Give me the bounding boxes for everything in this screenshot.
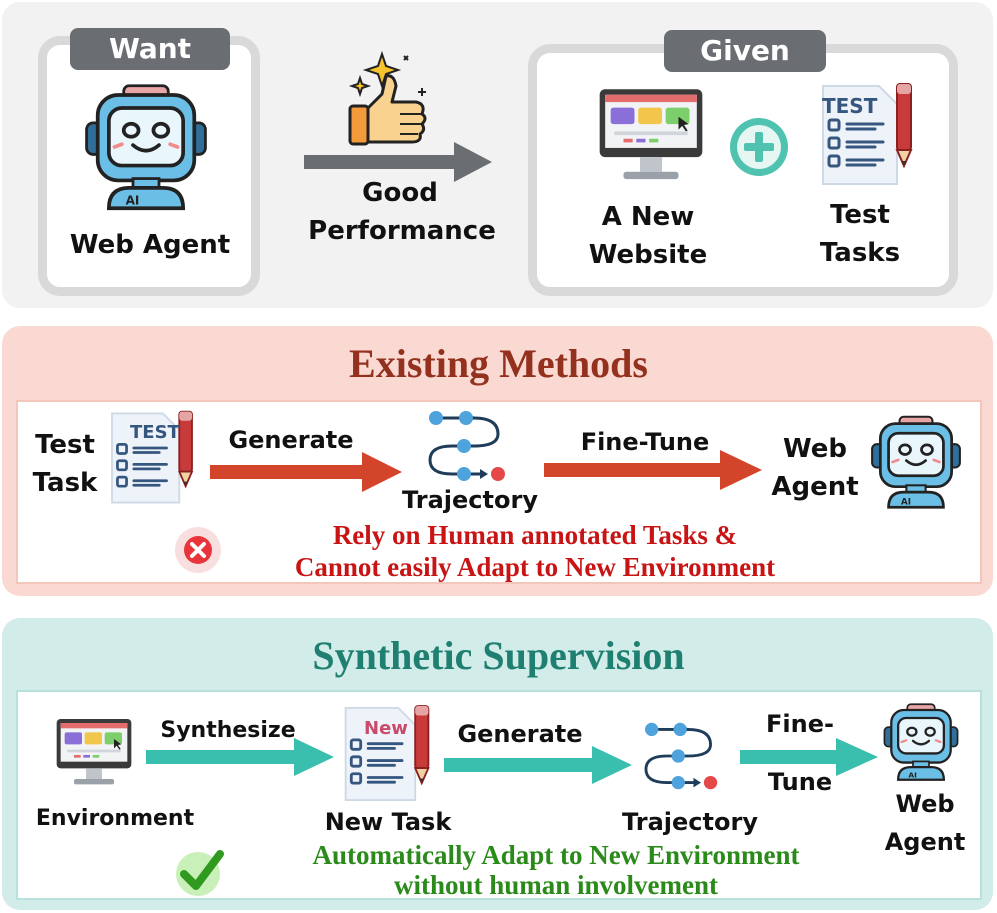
synthetic-title: Synthetic Supervision xyxy=(312,633,685,678)
synthetic-flow-box xyxy=(16,690,982,900)
generate-label: Generate xyxy=(228,426,354,454)
good-label: Good xyxy=(362,178,438,208)
web-agent-label-3: Web xyxy=(895,790,955,818)
test-task-label-2: Task xyxy=(32,468,98,498)
success-line-1: Automatically Adapt to New Environment xyxy=(312,840,800,870)
new-doc-badge: New xyxy=(364,718,408,739)
finetune-label-1: Fine- xyxy=(766,710,834,738)
website-label-1: A New xyxy=(601,202,695,232)
robot-icon xyxy=(864,414,968,510)
finetune-label-2: Tune xyxy=(767,768,833,796)
test-doc-badge: TEST xyxy=(822,94,878,118)
new-task-label: New Task xyxy=(324,808,452,836)
web-agent-label-2: Agent xyxy=(771,472,859,502)
web-agent-label-1: Web xyxy=(783,434,847,464)
generate-arrow xyxy=(210,452,402,492)
warning-line-1: Rely on Human annotated Tasks & xyxy=(332,520,738,550)
error-x-icon xyxy=(175,527,221,573)
trajectory-label: Trajectory xyxy=(402,486,538,514)
want-label: Web Agent xyxy=(69,230,231,260)
want-tag: Want xyxy=(70,28,230,70)
check-icon xyxy=(176,850,224,896)
test-doc-badge: TEST xyxy=(130,422,180,443)
environment-label: Environment xyxy=(35,806,195,831)
synthesize-label: Synthesize xyxy=(160,718,296,743)
top-arrow xyxy=(304,142,492,182)
test-task-label-1: Test xyxy=(35,430,95,460)
monitor-icon xyxy=(54,716,134,790)
trajectory-icon xyxy=(640,718,726,794)
finetune-arrow-2 xyxy=(740,738,878,776)
monitor-icon xyxy=(596,84,706,188)
warning-line-2: Cannot easily Adapt to New Environment xyxy=(294,552,776,582)
website-label-2: Website xyxy=(588,240,708,270)
robot-icon xyxy=(76,82,216,212)
finetune-label: Fine-Tune xyxy=(580,428,710,456)
synthesize-arrow xyxy=(146,738,334,776)
web-agent-label-4: Agent xyxy=(884,828,966,856)
trajectory-icon xyxy=(424,406,514,486)
robot-icon xyxy=(878,702,964,782)
generate-arrow-2 xyxy=(444,746,632,784)
plus-icon xyxy=(730,118,788,176)
given-tag: Given xyxy=(664,30,826,72)
thumbs-up-icon xyxy=(348,50,427,146)
finetune-arrow xyxy=(544,450,762,490)
trajectory-label-2: Trajectory xyxy=(622,808,758,836)
tasks-label-1: Test xyxy=(830,200,890,230)
tasks-label-2: Tasks xyxy=(819,238,901,268)
existing-title: Existing Methods xyxy=(349,341,648,386)
success-line-2: without human involvement xyxy=(393,870,719,900)
generate-label-2: Generate xyxy=(457,720,583,748)
performance-label: Performance xyxy=(308,216,496,246)
